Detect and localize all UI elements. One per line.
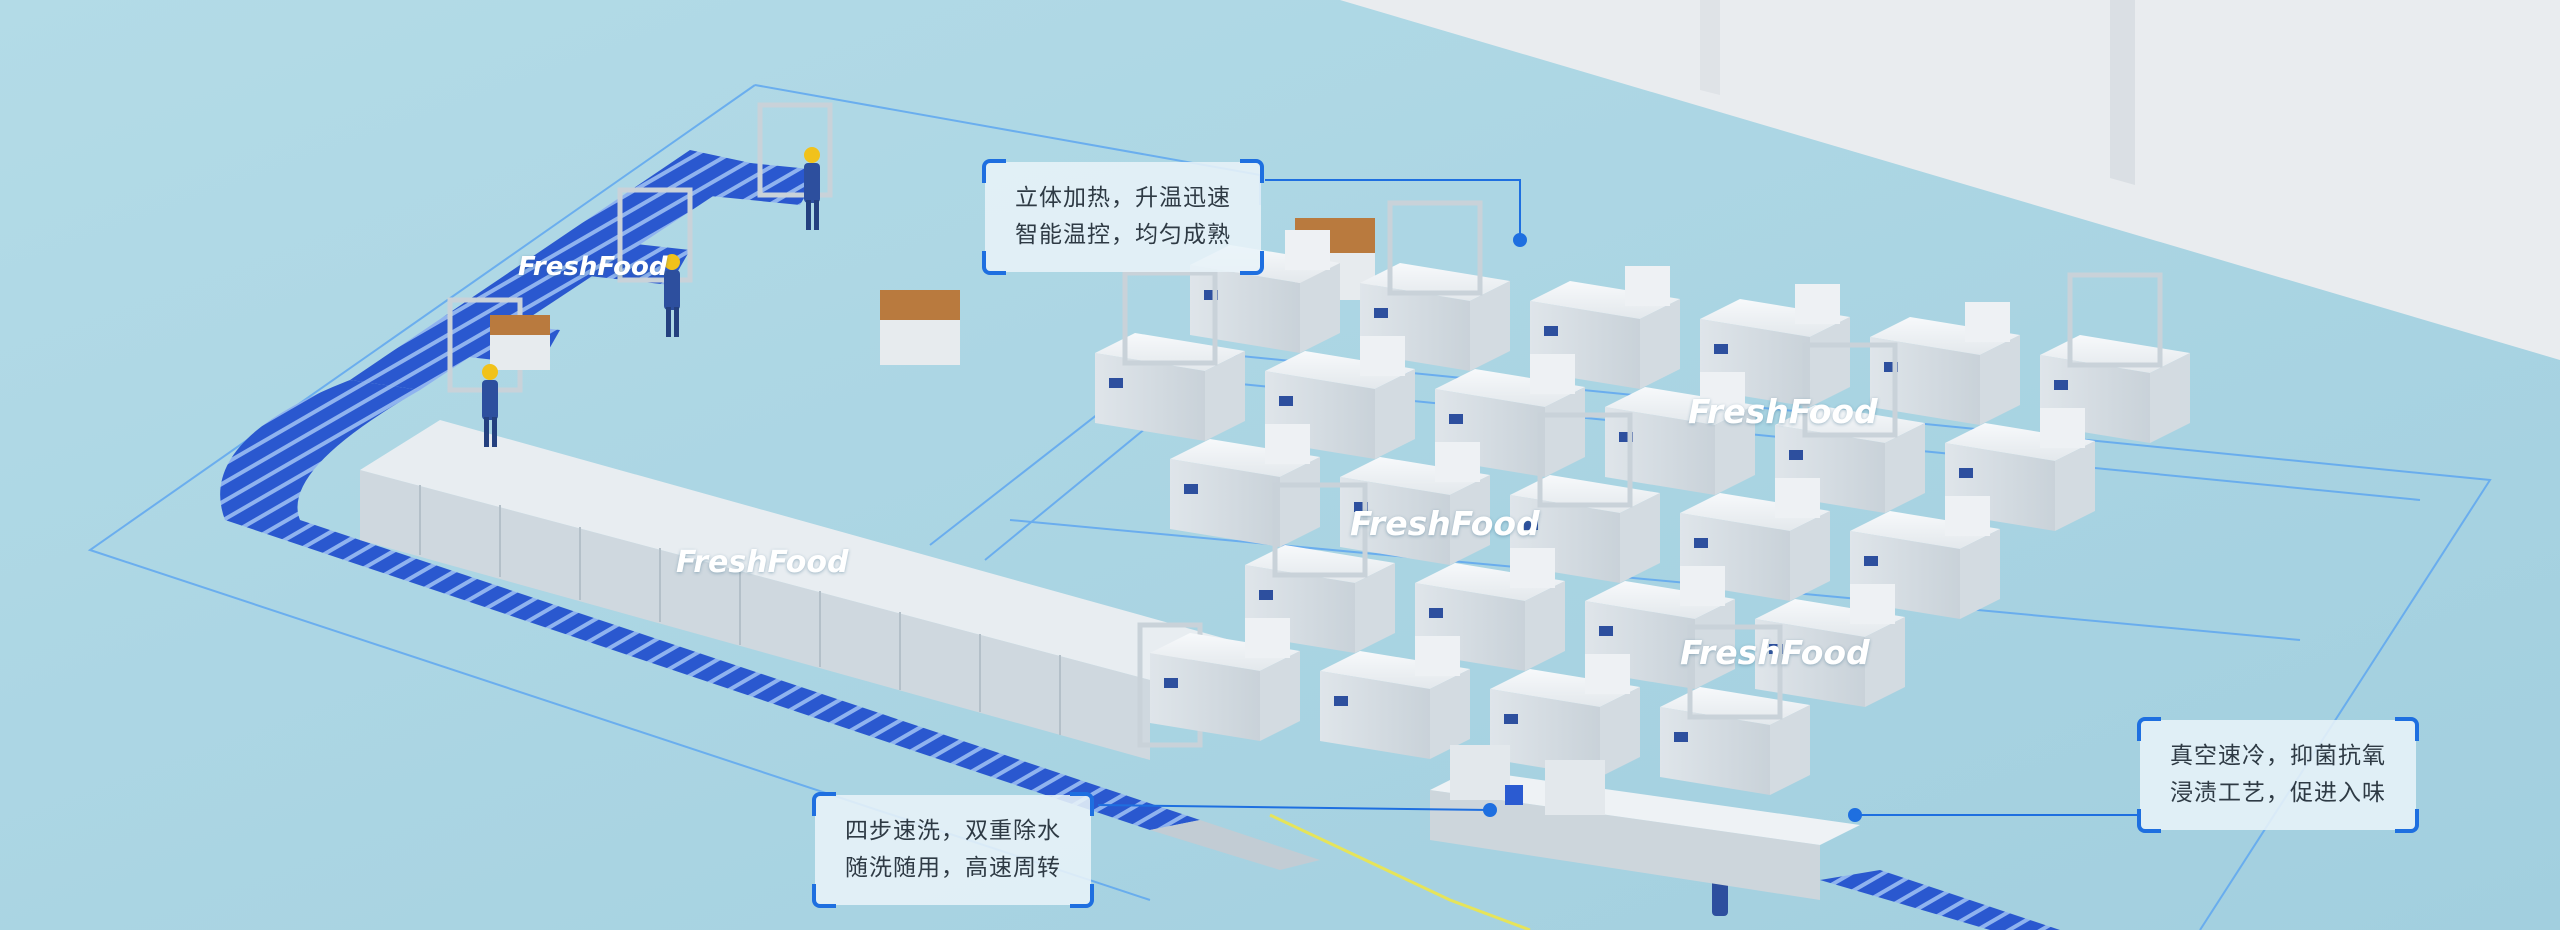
- machine-unit: [1850, 496, 2000, 619]
- machine-unit: [1095, 270, 1245, 441]
- callout-cooling-line-2: 浸渍工艺，促进入味: [2170, 780, 2386, 806]
- brand-logo-1: FreshFood: [518, 252, 668, 282]
- machine-unit: [1530, 266, 1680, 389]
- machine-unit: [1680, 478, 1830, 601]
- leader-lines: [1097, 179, 2140, 822]
- brand-logo-2: FreshFood: [1688, 392, 1878, 431]
- machine-unit: [1170, 424, 1320, 547]
- machine-unit: [1945, 408, 2095, 531]
- back-wall: [1340, 0, 2560, 360]
- callout-washing-line-2: 随洗随用，高速周转: [845, 855, 1061, 881]
- tray-rack: [360, 420, 1230, 760]
- brand-logo-5: FreshFood: [1680, 633, 1870, 672]
- callout-washing: 四步速洗，双重除水 随洗随用，高速周转: [812, 792, 1094, 908]
- brand-logo-3: FreshFood: [1350, 504, 1540, 543]
- callout-heating: 立体加热，升温迅速 智能温控，均匀成熟: [982, 159, 1264, 275]
- callout-washing-line-1: 四步速洗，双重除水: [845, 818, 1061, 844]
- callout-heating-line-1: 立体加热，升温迅速: [1015, 185, 1231, 211]
- machine-unit: [1510, 412, 1660, 583]
- machine-grid: [1095, 200, 2190, 795]
- machine-unit: [1660, 624, 1810, 795]
- callout-cooling: 真空速冷，抑菌抗氧 浸渍工艺，促进入味: [2137, 717, 2419, 833]
- callout-cooling-line-1: 真空速冷，抑菌抗氧: [2170, 743, 2386, 769]
- guide-line: [1269, 813, 1531, 930]
- callout-heating-line-2: 智能温控，均匀成熟: [1015, 222, 1231, 248]
- machine-unit: [1245, 482, 1395, 653]
- brand-logo-4: FreshFood: [676, 545, 849, 580]
- machine-unit: [1490, 654, 1640, 777]
- washing-line: [1430, 745, 1860, 900]
- machine-unit: [1150, 618, 1300, 741]
- machine-unit: [1320, 636, 1470, 759]
